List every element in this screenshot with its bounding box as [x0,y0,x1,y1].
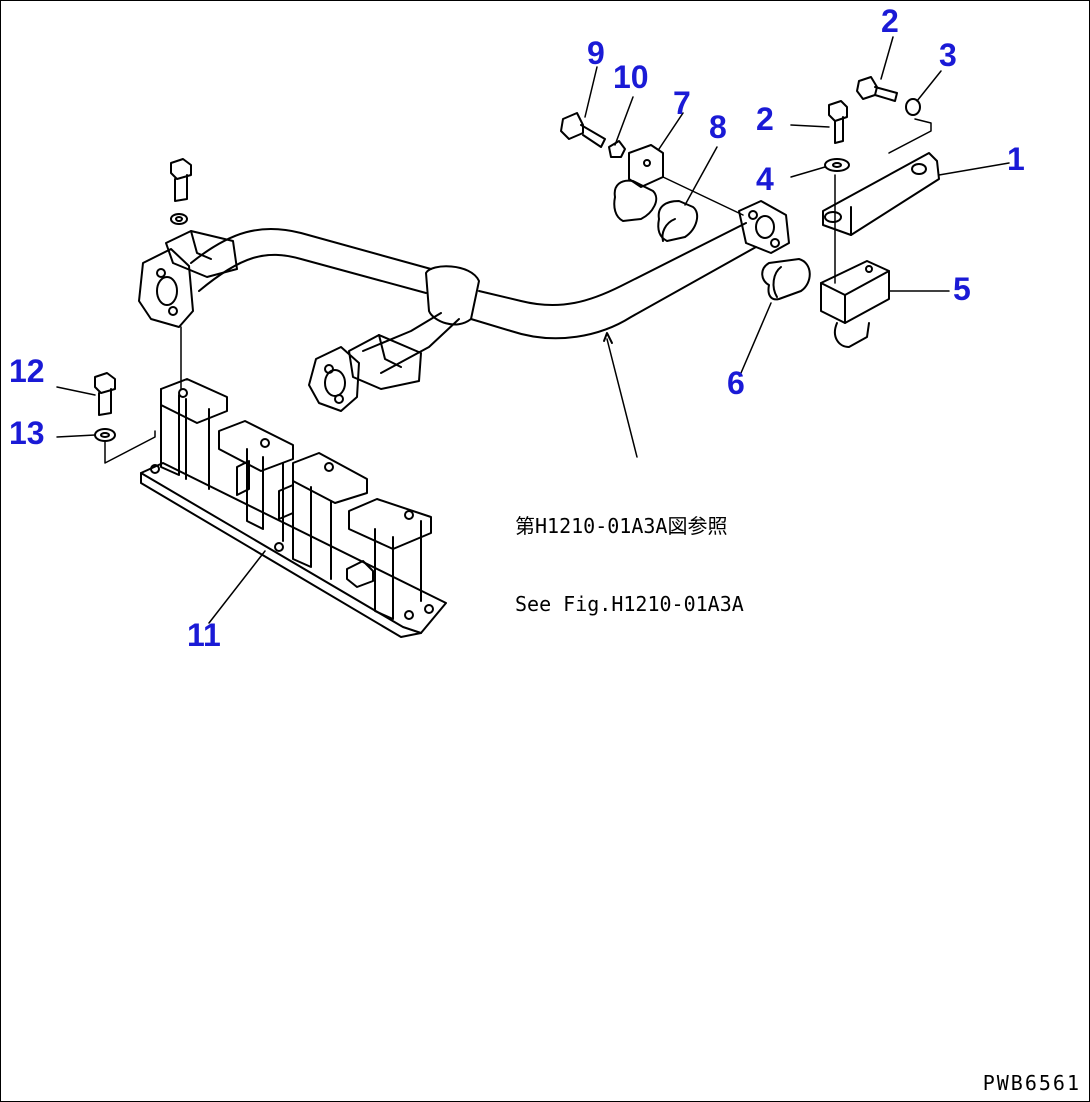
washer-part-10 [608,140,626,158]
callout-13: 13 [9,415,45,451]
figure-code: PWB6561 [982,1071,1081,1095]
callout-11: 11 [187,617,221,653]
reference-note-en: See Fig.H1210-01A3A [515,592,744,616]
callout-5: 5 [953,271,971,307]
callout-7: 7 [673,85,691,121]
callout-8: 8 [709,109,727,145]
bracket-part-1 [822,118,940,236]
callout-6: 6 [727,365,745,401]
callout-2-top: 2 [881,3,899,39]
reference-note: 第H1210-01A3A図参照 See Fig.H1210-01A3A [515,461,744,669]
reference-leader [603,332,638,458]
callout-10: 10 [613,59,649,95]
bolt-part-12 [94,372,116,416]
half-clamp-part-6 [761,258,811,301]
bolt-part-2-horizontal [856,76,898,102]
washer-part-13 [94,428,156,464]
washer-part-4 [824,158,850,172]
clamp-part-8 [657,176,744,242]
support-frame-part-11 [140,326,447,638]
callout-9: 9 [587,35,605,71]
pipe-assembly [138,200,790,412]
clamp-block-part-5 [820,174,890,348]
leader-lines [56,36,1010,624]
callout-1: 1 [1007,141,1025,177]
callout-2-mid: 2 [756,101,774,137]
bolt-part-left-top [170,158,192,225]
bolt-part-9 [560,112,606,148]
callout-12: 12 [9,353,45,389]
callout-4: 4 [756,161,774,197]
bolt-part-2-vertical [828,100,848,144]
callout-3: 3 [939,37,957,73]
reference-note-jp: 第H1210-01A3A図参照 [515,514,728,538]
washer-part-3 [905,98,921,116]
